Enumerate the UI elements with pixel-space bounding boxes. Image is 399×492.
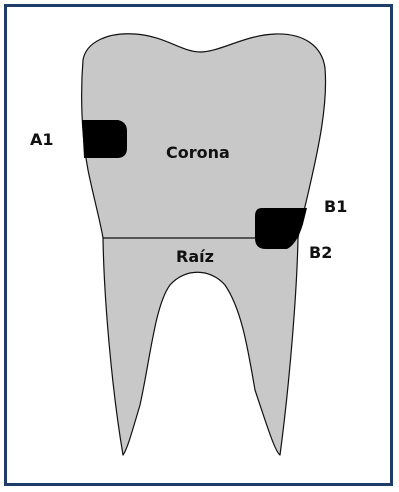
label-crown: Corona <box>166 145 230 161</box>
lesion-a1 <box>82 120 127 158</box>
label-b1: B1 <box>324 199 347 215</box>
lesion-b <box>255 208 307 249</box>
label-b2: B2 <box>309 245 332 261</box>
label-a1: A1 <box>30 132 54 148</box>
label-root: Raíz <box>176 249 214 265</box>
